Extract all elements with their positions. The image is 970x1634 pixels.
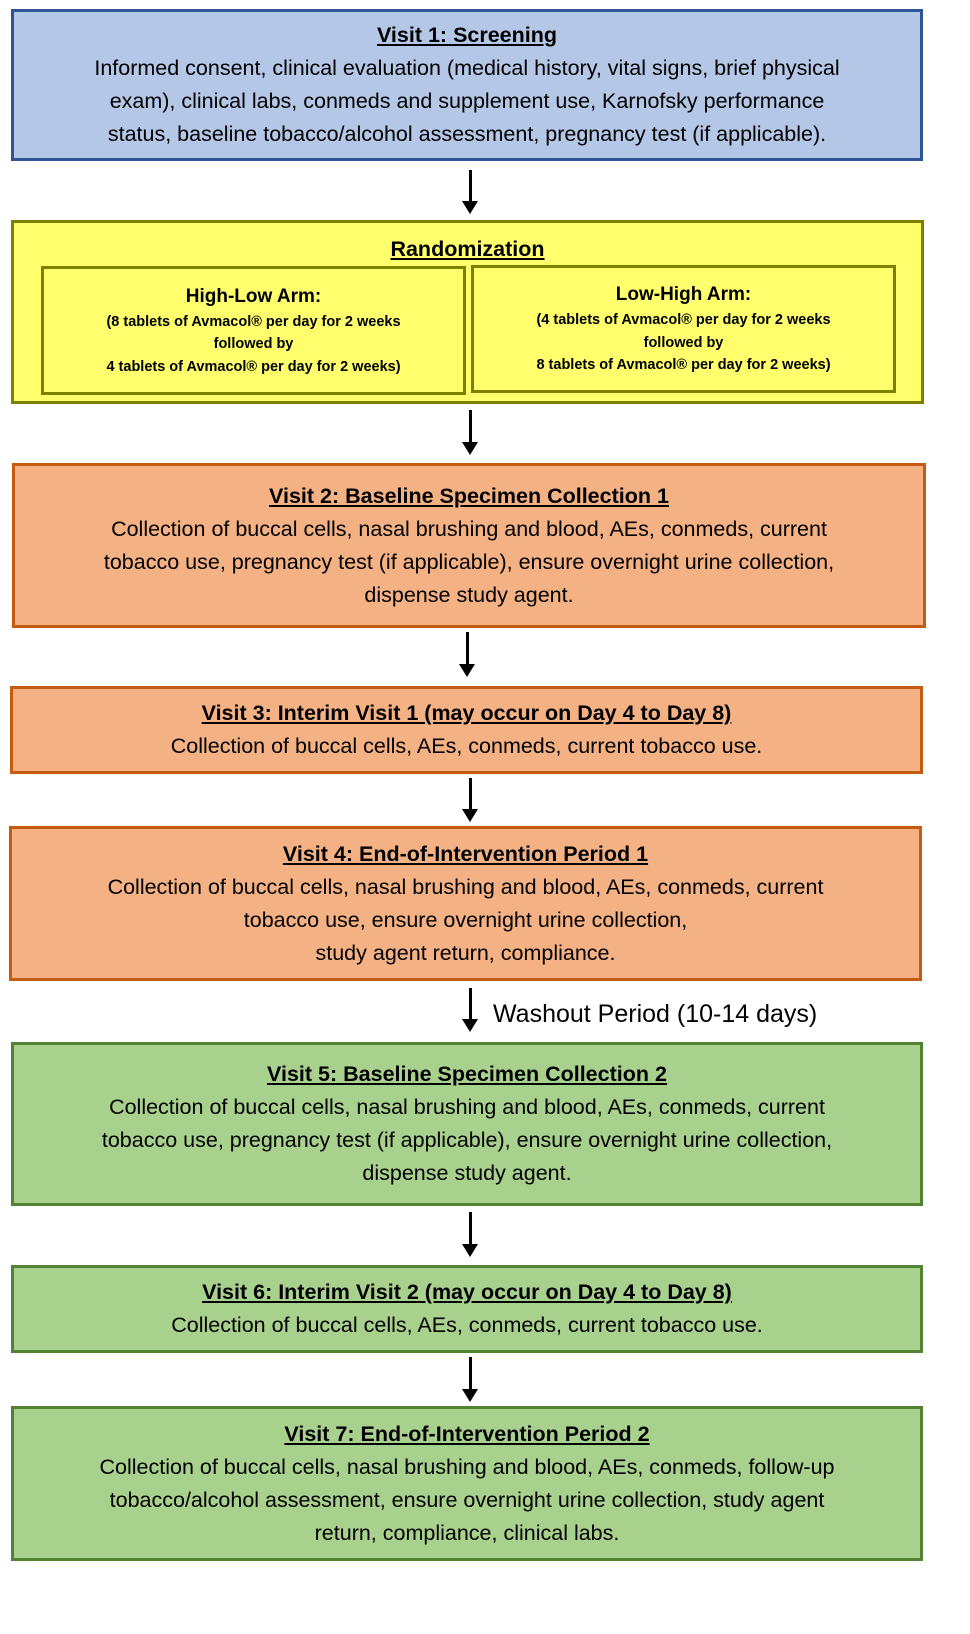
- visit-4-box: Visit 4: End-of-Intervention Period 1 Co…: [9, 826, 922, 981]
- randomization-box: Randomization: [11, 220, 924, 404]
- visit-1-line: exam), clinical labs, conmeds and supple…: [109, 89, 825, 113]
- visit-7-line: tobacco/alcohol assessment, ensure overn…: [109, 1487, 825, 1512]
- visit-1-line: Informed consent, clinical evaluation (m…: [94, 56, 840, 80]
- arm-line: (8 tablets of Avmacol® per day for 2 wee…: [106, 313, 401, 330]
- visit-2-line: Collection of buccal cells, nasal brushi…: [111, 516, 827, 541]
- arrow-down-icon: [462, 1212, 478, 1257]
- visit-2-line: tobacco use, pregnancy test (if applicab…: [103, 549, 835, 574]
- arrow-down-icon: [462, 410, 478, 455]
- high-low-arm-box: High-Low Arm: (8 tablets of Avmacol® per…: [41, 266, 466, 395]
- visit-7-title: Visit 7: End-of-Intervention Period 2: [284, 1421, 650, 1446]
- arrow-down-icon: [462, 1357, 478, 1402]
- visit-1-title: Visit 1: Screening: [376, 23, 558, 47]
- visit-2-title: Visit 2: Baseline Specimen Collection 1: [269, 483, 669, 508]
- visit-4-line: study agent return, compliance.: [315, 940, 616, 965]
- visit-7-line: return, compliance, clinical labs.: [314, 1520, 620, 1545]
- visit-6-title: Visit 6: Interim Visit 2 (may occur on D…: [202, 1280, 732, 1304]
- visit-3-box: Visit 3: Interim Visit 1 (may occur on D…: [10, 686, 923, 774]
- visit-4-line: tobacco use, ensure overnight urine coll…: [243, 907, 688, 932]
- visit-7-line: Collection of buccal cells, nasal brushi…: [99, 1454, 835, 1479]
- visit-1-line: status, baseline tobacco/alcohol assessm…: [107, 122, 827, 146]
- visit-6-line: Collection of buccal cells, AEs, conmeds…: [171, 1313, 763, 1337]
- arm-line: (4 tablets of Avmacol® per day for 2 wee…: [536, 312, 831, 329]
- arrow-down-icon: [462, 988, 478, 1032]
- visit-2-box: Visit 2: Baseline Specimen Collection 1 …: [12, 463, 926, 628]
- visit-5-box: Visit 5: Baseline Specimen Collection 2 …: [11, 1042, 923, 1206]
- arm-line: followed by: [213, 336, 294, 353]
- arm-line: 8 tablets of Avmacol® per day for 2 week…: [536, 357, 831, 374]
- visit-6-box: Visit 6: Interim Visit 2 (may occur on D…: [11, 1265, 923, 1353]
- arm-title: High-Low Arm:: [185, 285, 322, 307]
- visit-4-title: Visit 4: End-of-Intervention Period 1: [282, 841, 649, 866]
- arm-line: 4 tablets of Avmacol® per day for 2 week…: [106, 358, 401, 375]
- visit-1-box: Visit 1: Screening Informed consent, cli…: [11, 9, 923, 161]
- visit-3-title: Visit 3: Interim Visit 1 (may occur on D…: [201, 701, 732, 725]
- arrow-down-icon: [462, 170, 478, 214]
- visit-5-line: Collection of buccal cells, nasal brushi…: [109, 1095, 825, 1119]
- visit-2-line: dispense study agent.: [364, 582, 574, 607]
- arm-line: followed by: [643, 334, 724, 351]
- visit-5-line: dispense study agent.: [362, 1161, 572, 1185]
- visit-4-line: Collection of buccal cells, nasal brushi…: [107, 874, 824, 899]
- randomization-title: Randomization: [390, 237, 545, 261]
- washout-period-label: Washout Period (10-14 days): [493, 1000, 818, 1028]
- visit-7-box: Visit 7: End-of-Intervention Period 2 Co…: [11, 1406, 923, 1561]
- arrow-down-icon: [459, 632, 475, 677]
- visit-5-title: Visit 5: Baseline Specimen Collection 2: [267, 1062, 667, 1086]
- visit-3-line: Collection of buccal cells, AEs, conmeds…: [170, 734, 763, 758]
- arm-title: Low-High Arm:: [615, 284, 752, 306]
- low-high-arm-box: Low-High Arm: (4 tablets of Avmacol® per…: [471, 265, 896, 393]
- arrow-down-icon: [462, 778, 478, 822]
- visit-5-line: tobacco use, pregnancy test (if applicab…: [101, 1128, 833, 1152]
